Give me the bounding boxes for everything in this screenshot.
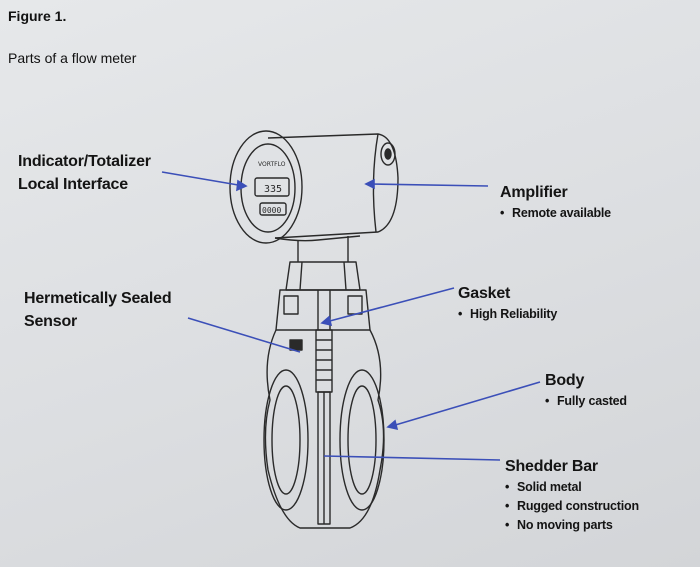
- leader-sensor: [187, 317, 301, 353]
- cover-knob: [380, 142, 396, 166]
- label-body-bullet-1: Fully casted: [545, 392, 627, 411]
- figure-title: Figure 1.: [8, 8, 67, 24]
- label-sensor-line1: Hermetically Sealed: [24, 290, 172, 307]
- label-gasket-title: Gasket: [458, 285, 511, 302]
- label-shedder-title: Shedder Bar: [505, 458, 598, 475]
- neck: [297, 236, 349, 262]
- meter-body: [264, 329, 385, 529]
- outlet-flange: [339, 369, 385, 511]
- display-reading: 335: [264, 184, 282, 195]
- leader-shedder: [323, 455, 501, 461]
- label-shedder-bullet-1: Solid metal: [505, 478, 639, 497]
- indicator-bezel: [229, 130, 303, 244]
- label-amplifier: Amplifier Remote available: [500, 181, 611, 223]
- display-brand: VORTFLO: [258, 161, 286, 168]
- label-shedder-bullet-3: No moving parts: [505, 516, 639, 535]
- label-body: Body Fully casted: [545, 369, 627, 411]
- label-sensor-line2: Sensor: [24, 313, 78, 330]
- label-amplifier-title: Amplifier: [500, 184, 568, 201]
- leader-body: [391, 381, 541, 427]
- label-indicator-line2: Local Interface: [18, 176, 128, 193]
- label-shedder-bullet-2: Rugged construction: [505, 497, 639, 516]
- leader-gasket: [325, 287, 455, 323]
- leader-indicator: [161, 171, 245, 187]
- label-indicator-line1: Indicator/Totalizer: [18, 153, 151, 170]
- label-gasket-bullet-1: High Reliability: [458, 305, 557, 324]
- label-amplifier-bullet-1: Remote available: [500, 204, 611, 223]
- label-indicator: Indicator/Totalizer Local Interface: [18, 150, 151, 196]
- amplifier-housing: [267, 133, 399, 239]
- label-body-title: Body: [545, 372, 585, 389]
- label-sensor: Hermetically Sealed Sensor: [24, 287, 172, 333]
- inlet-flange: [263, 369, 309, 511]
- label-gasket: Gasket High Reliability: [458, 282, 557, 324]
- display-digits: 0000: [262, 206, 281, 215]
- figure-subtitle: Parts of a flow meter: [8, 50, 137, 66]
- leader-amplifier: [369, 183, 489, 187]
- label-shedder: Shedder Bar Solid metal Rugged construct…: [505, 455, 639, 535]
